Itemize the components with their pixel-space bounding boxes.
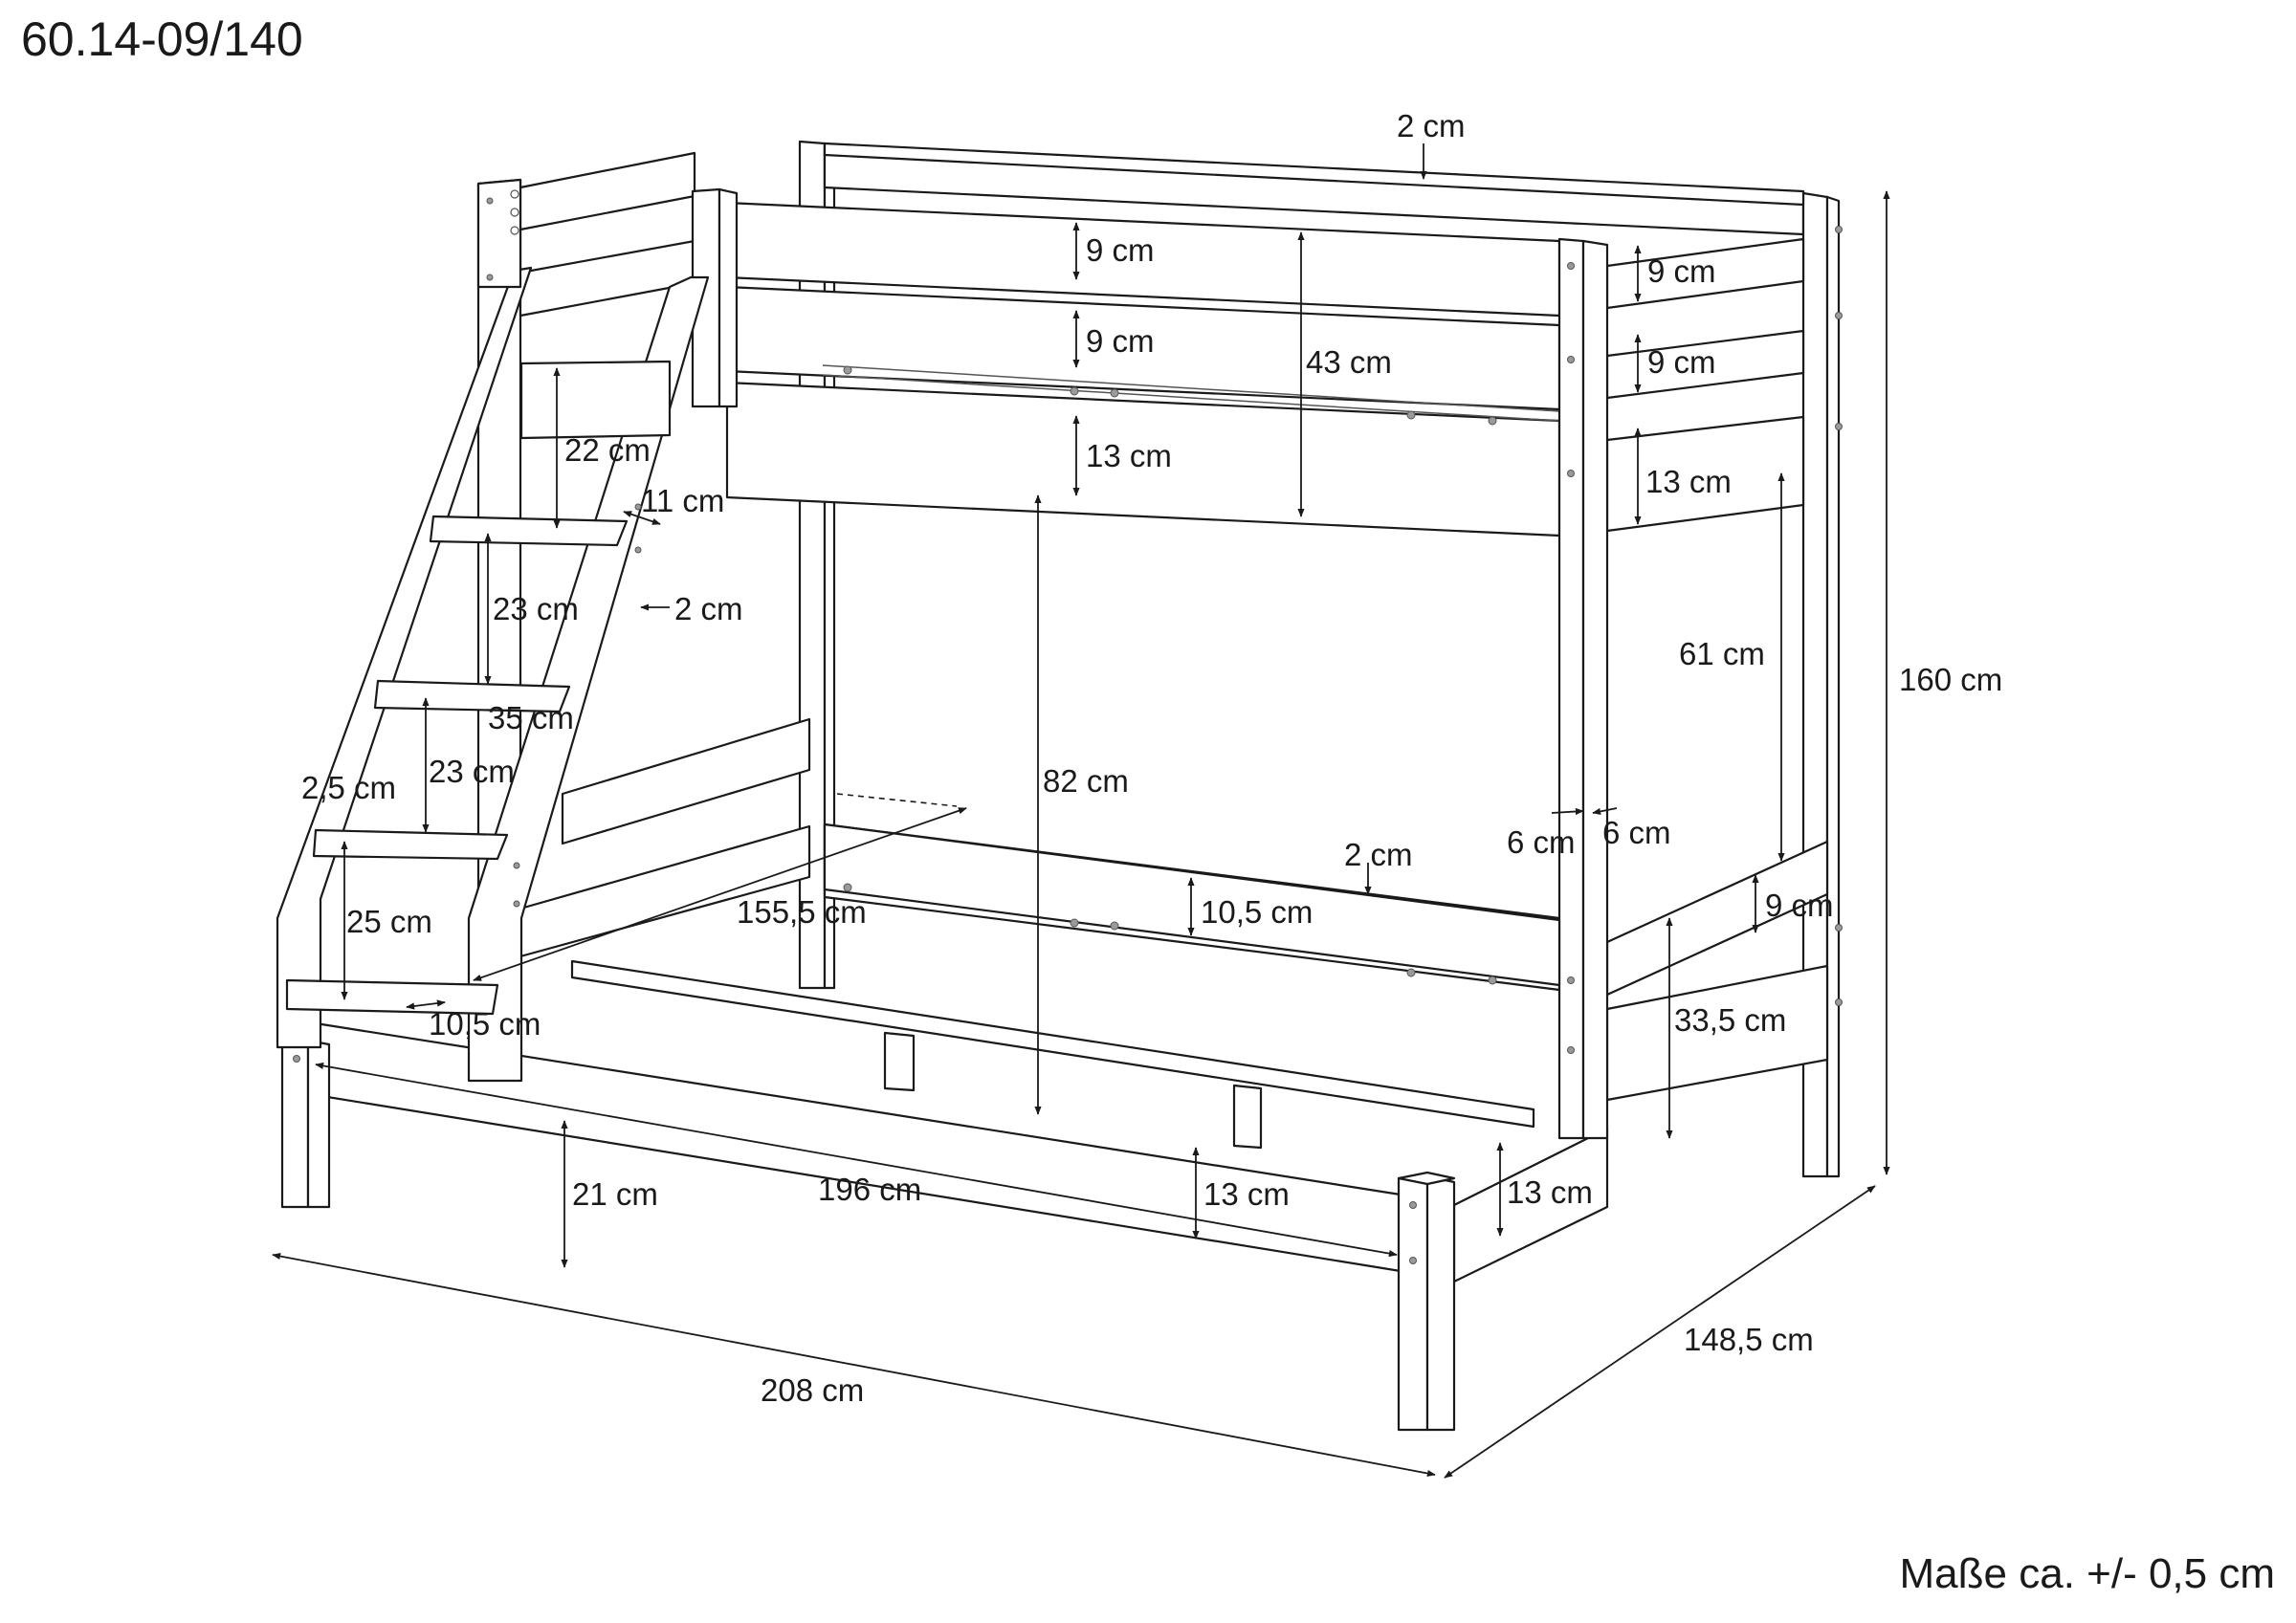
front-foot-post (1397, 1174, 1429, 1432)
dim-side-rail-middle: 9 cm (1086, 323, 1155, 359)
dim-top-rail-thickness: 2 cm (1397, 108, 1466, 143)
dim-end-frame-top: 13 cm (1645, 464, 1732, 499)
upper-top-cap (823, 142, 1805, 207)
upper-bed-front (691, 142, 1805, 537)
dim-lower-bed-width: 155,5 cm (737, 894, 867, 930)
tolerance-note: Maße ca. +/- 0,5 cm (1899, 1550, 2275, 1597)
dim-inner-length: 196 cm (818, 1172, 921, 1207)
dim-total-height: 160 cm (1899, 662, 2002, 697)
ladder-step-1 (429, 515, 629, 547)
dim-side-rail-top: 9 cm (1086, 232, 1155, 268)
dim-step-spacing-4: 25 cm (346, 904, 432, 939)
dimension-lines (272, 143, 1890, 1479)
product-code: 60.14-09/140 (21, 12, 303, 66)
dim-step-depth: 10,5 cm (429, 1006, 541, 1042)
dim-ladder-offset: 2,5 cm (301, 770, 396, 805)
dim-lower-rail-thickness: 2 cm (1344, 837, 1413, 872)
dim-lower-end-frame: 13 cm (1507, 1174, 1593, 1210)
dim-upper-end-clearance: 61 cm (1679, 636, 1765, 671)
dim-post-width-a: 6 cm (1507, 824, 1576, 860)
center-leg-1 (883, 1031, 916, 1092)
ladder-top-platform (519, 360, 672, 440)
head-post-top (476, 178, 522, 289)
front-foot-post-side (1425, 1174, 1456, 1432)
dim-end-rail-top: 9 cm (1647, 253, 1716, 289)
lower-front-long-rail (823, 822, 1561, 987)
dim-total-depth: 148,5 cm (1684, 1322, 1814, 1357)
middle-posts (1557, 226, 1843, 1140)
dim-step-spacing-1: 22 cm (564, 432, 651, 468)
dim-end-rail-middle: 9 cm (1647, 344, 1716, 380)
dim-side-frame-top: 13 cm (1086, 438, 1172, 473)
front-right-post (1557, 237, 1585, 1140)
ladder-left-stringer (276, 266, 533, 1049)
dim-step-thickness: 2 cm (674, 591, 743, 626)
dim-step-spacing-3: 23 cm (429, 754, 515, 789)
dimension-labels: 2 cm 9 cm 9 cm 13 cm 43 cm 9 cm 9 cm 13 … (301, 108, 2002, 1408)
upper-head-post-face (718, 187, 739, 408)
dim-total-length: 208 cm (761, 1372, 864, 1408)
foot-right-post-side (1825, 195, 1841, 1178)
dim-step-spacing-2: 23 cm (493, 591, 579, 626)
ladder-step-3 (312, 828, 509, 861)
foot-end-frame (1452, 191, 1841, 1283)
dim-post-width-b: 6 cm (1602, 815, 1671, 850)
center-leg-2 (1232, 1084, 1263, 1150)
dim-lower-end-rail: 9 cm (1765, 888, 1834, 923)
back-upper-rail-1 (519, 151, 696, 231)
dim-under-top-clearance: 82 cm (1043, 763, 1129, 799)
dim-guard-height: 43 cm (1306, 344, 1392, 380)
head-post-left (476, 178, 522, 289)
front-left-leg (280, 1036, 310, 1209)
back-lower-rail-1 (561, 717, 811, 845)
dim-lower-frame: 13 cm (1203, 1176, 1290, 1212)
front-right-post-side (1581, 239, 1609, 1140)
dim-ladder-width: 11 cm (641, 483, 724, 518)
dim-floor-clearance: 21 cm (572, 1176, 658, 1212)
back-lower-rail-2 (519, 824, 811, 958)
front-foot-post-cap (1397, 1171, 1456, 1186)
dim-lower-end-height: 33,5 cm (1674, 1002, 1786, 1038)
dim-lower-rail-height: 10,5 cm (1201, 894, 1313, 930)
dim-step-length: 35 cm (488, 700, 574, 735)
